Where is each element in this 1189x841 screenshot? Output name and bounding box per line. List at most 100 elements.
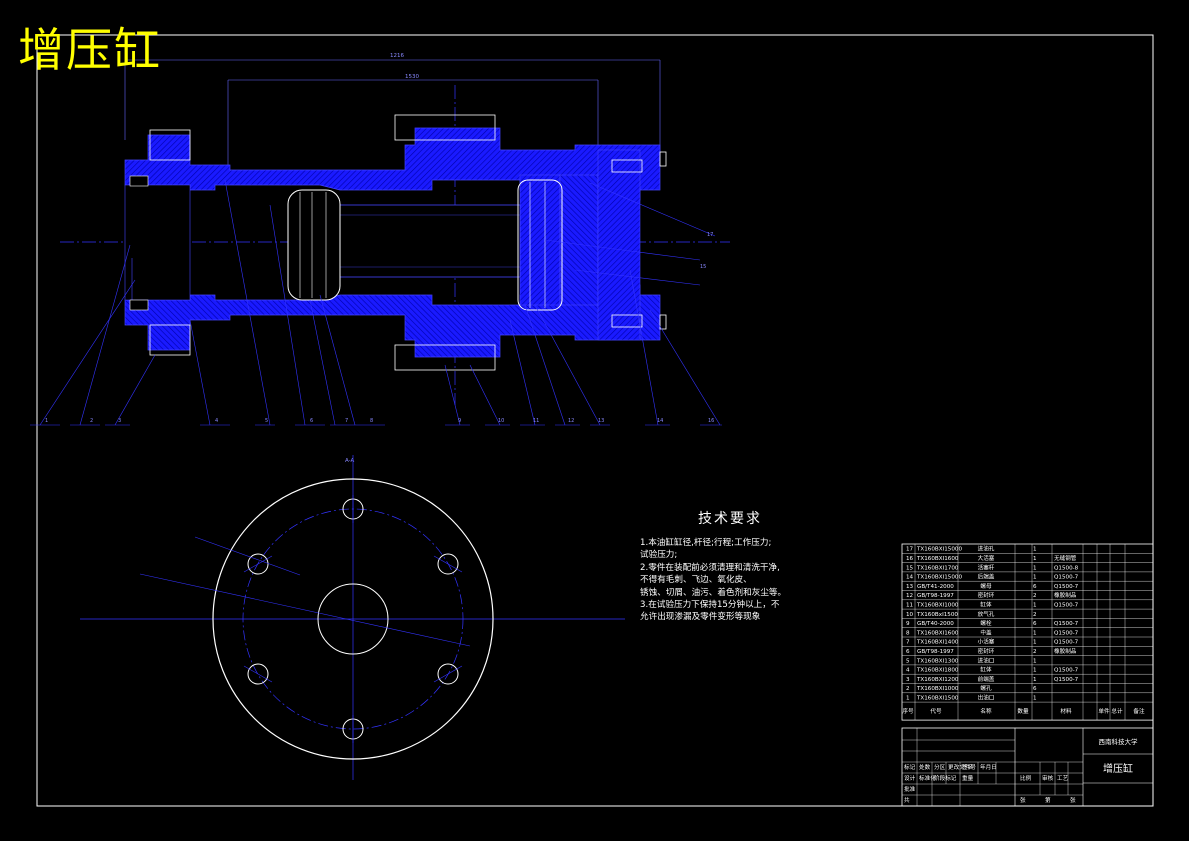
balloon-4: 4 xyxy=(215,418,218,424)
parts-cell-no: 17 xyxy=(906,547,914,553)
parts-cell-name: 活塞杆 xyxy=(978,563,995,571)
parts-cell-name: 螺孔 xyxy=(980,684,992,692)
parts-cell-name: 缸体 xyxy=(980,601,992,609)
parts-cell-no: 10 xyxy=(906,612,914,618)
drawing-name: 增压缸 xyxy=(1103,762,1133,775)
parts-cell-qty: 2 xyxy=(1033,593,1037,599)
parts-cell-no: 6 xyxy=(906,649,910,655)
parts-cell-qty: 6 xyxy=(1033,584,1037,590)
parts-cell-code: GB/T98-1997 xyxy=(917,593,954,599)
balloon-5: 5 xyxy=(265,418,268,424)
balloon-10: 10 xyxy=(498,418,504,424)
parts-header-cell: 代号 xyxy=(930,707,942,715)
parts-cell-name: 密封环 xyxy=(978,591,995,599)
parts-cell-qty: 1 xyxy=(1033,677,1037,683)
parts-cell-code: GB/T98-1997 xyxy=(917,649,954,655)
school-name: 西南科技大学 xyxy=(1099,737,1139,746)
parts-header-cell: 数量 xyxy=(1017,707,1029,715)
parts-cell-code: GB/T40-2000 xyxy=(917,621,954,627)
balloon-17: 17 xyxy=(707,232,713,238)
tech-req-title: 技术要求 xyxy=(698,511,762,527)
parts-cell-code: TX160BXI1600 xyxy=(916,630,959,636)
parts-cell-no: 7 xyxy=(906,640,910,646)
parts-cell-code: TX160BXI1700 xyxy=(916,565,959,571)
parts-cell-code: TX160BXI1400 xyxy=(916,640,959,646)
balloon-14: 14 xyxy=(657,418,663,424)
parts-cell-qty: 6 xyxy=(1033,621,1037,627)
drawing-title: 增压缸 xyxy=(18,23,162,77)
balloon-12: 12 xyxy=(568,418,574,424)
parts-cell-qty: 1 xyxy=(1033,565,1037,571)
parts-cell-qty: 1 xyxy=(1033,640,1037,646)
parts-header-cell: 单件 xyxy=(1098,707,1110,715)
parts-cell-mat: Q1500-7 xyxy=(1054,575,1079,581)
parts-cell-no: 3 xyxy=(906,677,910,683)
parts-cell-no: 12 xyxy=(906,593,913,599)
parts-cell-name: 螺母 xyxy=(980,582,992,590)
parts-header-cell: 序号 xyxy=(902,707,914,715)
title-block-label: 第 xyxy=(1045,796,1051,804)
balloon-15: 15 xyxy=(700,264,706,270)
tech-req-line: 不得有毛刺、飞边、氧化皮、 xyxy=(640,575,752,586)
parts-cell-code: TX160BXI15000 xyxy=(916,547,962,553)
balloon-2: 2 xyxy=(90,418,93,424)
parts-cell-qty: 2 xyxy=(1033,612,1037,618)
parts-cell-mat: Q1500-7 xyxy=(1054,603,1079,609)
balloon-16: 16 xyxy=(708,418,714,424)
parts-cell-code: TX160BXI1000 xyxy=(916,603,959,609)
parts-cell-qty: 2 xyxy=(1033,649,1037,655)
parts-cell-code: TX160BXI1600 xyxy=(916,556,959,562)
parts-cell-qty: 1 xyxy=(1033,696,1037,702)
title-block-label: 标准化 xyxy=(919,774,936,782)
dim-inner: 1530 xyxy=(405,74,419,80)
title-block-label: 张 xyxy=(1070,796,1076,804)
parts-cell-qty: 1 xyxy=(1033,575,1037,581)
parts-cell-code: TX160BXI1800 xyxy=(916,668,959,674)
parts-cell-name: 密封环 xyxy=(978,647,995,655)
title-block-label: 处数 xyxy=(919,763,931,771)
parts-cell-code: TX160BxI1500 xyxy=(916,612,958,618)
title-block-label: 阶段标记 xyxy=(934,774,957,782)
parts-cell-name: 后端盖 xyxy=(978,573,995,581)
tech-req-line: 2.零件在装配前必须清理和清洗干净, xyxy=(640,562,780,573)
balloon-11: 11 xyxy=(533,418,539,424)
parts-cell-no: 5 xyxy=(906,658,910,664)
parts-cell-mat: Q1500-7 xyxy=(1054,640,1079,646)
balloon-6: 6 xyxy=(310,418,313,424)
parts-cell-no: 15 xyxy=(906,565,914,571)
parts-cell-code: TX160BXI1000 xyxy=(916,686,959,692)
title-block-label: 审核 xyxy=(1042,774,1054,782)
title-block-label: 签名 xyxy=(962,763,973,771)
end-view-a-a: A-A xyxy=(80,455,625,780)
parts-cell-name: 中盖 xyxy=(980,628,992,636)
balloon-1: 1 xyxy=(45,418,48,424)
parts-cell-name: 放气孔 xyxy=(978,610,995,618)
parts-cell-qty: 1 xyxy=(1033,630,1037,636)
parts-cell-name: 螺栓 xyxy=(980,619,992,627)
inner-frame xyxy=(36,34,1154,807)
section-label: A-A xyxy=(345,458,355,464)
title-block-label: 年月日 xyxy=(980,763,997,771)
parts-cell-mat: Q1500-8 xyxy=(1054,565,1079,571)
parts-cell-name: 小活塞 xyxy=(978,638,995,646)
tech-req-line: 3.在试验压力下保持15分钟以上，不 xyxy=(640,600,780,611)
parts-cell-name: 缸体 xyxy=(980,666,992,674)
parts-header-cell: 材料 xyxy=(1060,707,1072,715)
parts-cell-qty: 1 xyxy=(1033,603,1037,609)
parts-cell-no: 9 xyxy=(906,621,910,627)
parts-cell-no: 11 xyxy=(906,603,914,609)
parts-cell-no: 13 xyxy=(906,584,914,590)
